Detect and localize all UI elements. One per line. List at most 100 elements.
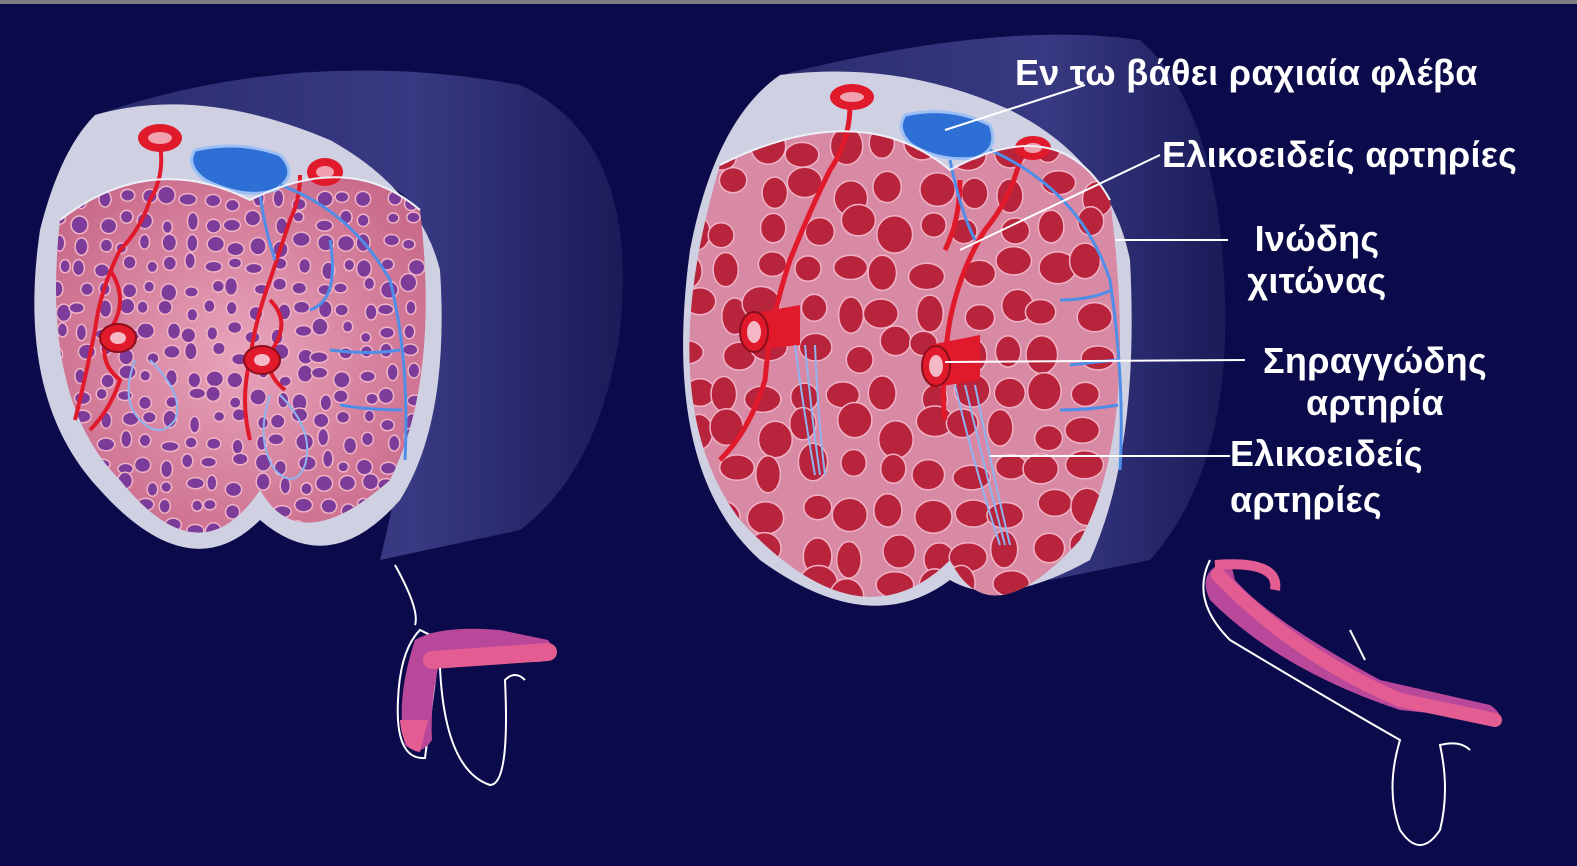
sinusoid — [719, 612, 744, 643]
sinusoid — [204, 300, 215, 313]
sinusoid — [334, 390, 349, 403]
sinusoid — [356, 459, 372, 475]
flaccid-silhouette — [395, 565, 553, 785]
sinusoid — [100, 239, 112, 252]
sinusoid — [71, 480, 85, 494]
sinusoid — [294, 301, 310, 313]
sinusoid — [838, 403, 872, 438]
sinusoid — [785, 142, 819, 167]
sinusoid — [179, 194, 197, 206]
sinusoid — [292, 543, 303, 554]
sinusoid — [168, 323, 181, 339]
sinusoid — [292, 232, 310, 246]
sinusoid — [384, 235, 399, 246]
sinusoid — [159, 544, 169, 554]
sinusoid — [909, 263, 945, 289]
sinusoid — [120, 210, 133, 223]
sinusoid — [96, 388, 107, 399]
sinusoid — [1042, 613, 1070, 646]
sinusoid — [881, 454, 906, 483]
sinusoid — [1081, 346, 1115, 370]
sinusoid — [187, 309, 198, 322]
sinusoid — [1077, 303, 1112, 332]
sinusoid — [799, 609, 832, 642]
sinusoid — [278, 543, 293, 554]
sinusoid — [204, 499, 217, 509]
sinusoid — [320, 395, 331, 411]
sinusoid — [162, 234, 176, 251]
sinusoid — [883, 535, 915, 568]
sinusoid — [245, 210, 261, 226]
sinusoid — [339, 476, 355, 491]
sinusoid — [1082, 573, 1111, 604]
sinusoid — [381, 281, 399, 298]
sinusoid — [344, 259, 355, 271]
sinusoid — [163, 256, 176, 270]
sinusoid — [311, 367, 327, 378]
sinusoid — [164, 345, 180, 358]
sinusoid — [917, 295, 944, 332]
sinusoid — [228, 322, 242, 334]
sinusoid — [226, 199, 240, 211]
sinusoid — [758, 252, 786, 277]
sinusoid — [161, 442, 179, 452]
sinusoid — [668, 172, 705, 204]
sinusoid — [206, 219, 221, 233]
sinusoid — [230, 397, 241, 408]
sinusoid — [53, 459, 68, 476]
sinusoid — [361, 332, 371, 342]
sinusoid — [357, 260, 372, 278]
sinusoid — [101, 374, 114, 388]
sinusoid — [144, 281, 155, 292]
sinusoid — [158, 186, 176, 204]
sinusoid — [868, 376, 896, 410]
sinusoid — [123, 284, 137, 298]
sinusoid — [1038, 210, 1064, 243]
sinusoid — [71, 548, 83, 564]
sinusoid — [357, 214, 369, 226]
sinusoid — [991, 531, 1018, 568]
sinusoid — [877, 216, 913, 253]
sinusoid — [227, 242, 244, 255]
sinusoid — [158, 300, 172, 314]
sinusoid — [863, 299, 898, 328]
sinusoid — [760, 579, 795, 614]
sinusoid — [273, 278, 287, 290]
sinusoid — [227, 372, 243, 388]
sinusoid — [834, 255, 868, 279]
sinusoid — [868, 255, 896, 290]
sinusoid — [676, 530, 705, 563]
sinusoid — [996, 247, 1032, 275]
sinusoid — [912, 460, 945, 490]
sinusoid — [225, 278, 238, 296]
sinusoid — [403, 344, 418, 355]
sinusoid — [232, 547, 243, 560]
sinusoid — [381, 419, 395, 430]
sinusoid — [138, 549, 151, 562]
sinusoid — [233, 453, 248, 465]
sinusoid — [747, 502, 783, 534]
sinusoid — [73, 260, 85, 276]
sinusoid — [334, 372, 350, 388]
sinusoid — [147, 261, 158, 272]
sinusoid — [207, 438, 221, 449]
sinusoid — [71, 216, 88, 234]
sinusoid — [406, 301, 416, 315]
sinusoid — [912, 620, 947, 651]
sinusoid — [380, 327, 395, 338]
sinusoid — [69, 303, 84, 314]
sinusoid — [187, 235, 198, 252]
sinusoid — [226, 301, 237, 314]
sinusoid — [213, 342, 226, 355]
sinusoid — [206, 371, 223, 387]
sinusoid — [147, 482, 158, 496]
sinusoid — [101, 218, 117, 233]
sinusoid — [839, 297, 864, 333]
sinusoid — [137, 323, 154, 339]
sinusoid — [47, 547, 64, 560]
sinusoid — [408, 260, 424, 276]
sinusoid — [402, 239, 415, 249]
sinusoid — [841, 450, 866, 477]
sinusoid — [97, 438, 114, 451]
sinusoid — [181, 328, 196, 343]
